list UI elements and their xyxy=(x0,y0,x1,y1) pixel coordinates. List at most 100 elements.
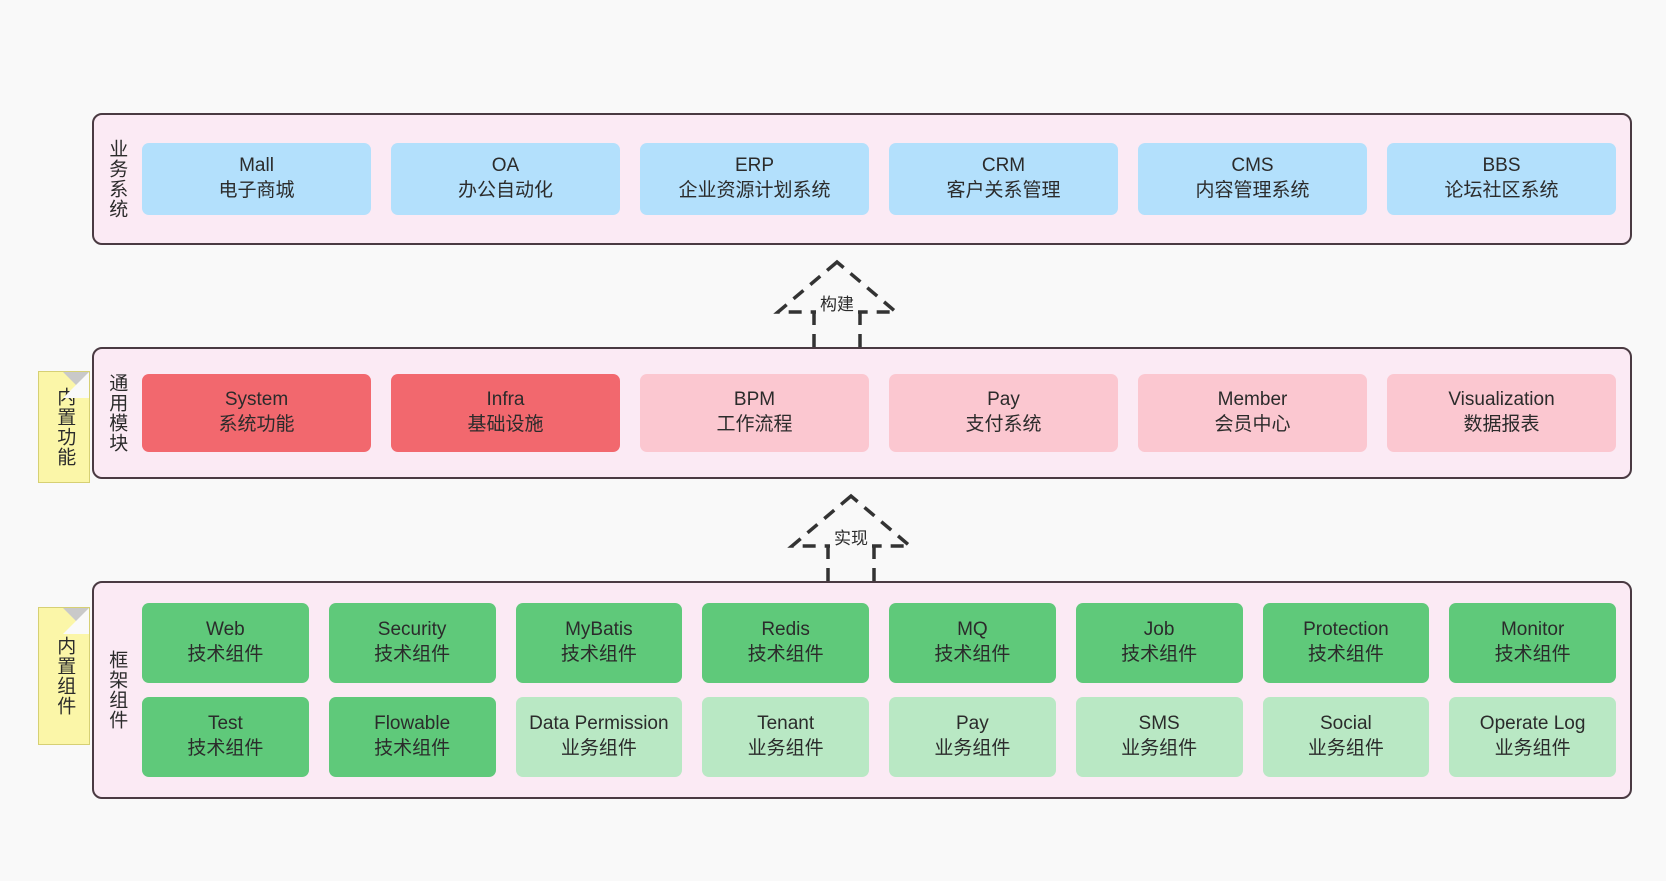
node-title: Pay xyxy=(987,389,1020,411)
node-pay-business[interactable]: Pay 业务组件 xyxy=(889,697,1056,777)
layer-modules-cells: System 系统功能 Infra 基础设施 BPM 工作流程 Pay 支付系统… xyxy=(138,349,1630,477)
node-member[interactable]: Member 会员中心 xyxy=(1138,374,1367,452)
node-subtitle: 业务组件 xyxy=(1494,738,1571,759)
node-title: Security xyxy=(377,619,447,641)
node-title: Redis xyxy=(761,619,810,641)
cell-row: Web 技术组件 Security 技术组件 MyBatis 技术组件 Redi… xyxy=(142,603,1616,683)
node-subtitle: 论坛社区系统 xyxy=(1444,180,1559,201)
connector-label-implement: 实现 xyxy=(830,528,872,551)
layer-business-systems[interactable]: 业务系统 Mall 电子商城 OA 办公自动化 ERP 企业资源计划系统 CRM… xyxy=(92,113,1632,245)
node-subtitle: 数据报表 xyxy=(1463,414,1540,435)
node-title: CMS xyxy=(1231,155,1274,177)
node-crm[interactable]: CRM 客户关系管理 xyxy=(889,143,1118,215)
node-title: MQ xyxy=(957,619,988,641)
node-subtitle: 工作流程 xyxy=(716,414,793,435)
node-subtitle: 技术组件 xyxy=(747,644,824,665)
node-web[interactable]: Web 技术组件 xyxy=(142,603,309,683)
node-subtitle: 技术组件 xyxy=(1121,644,1198,665)
node-subtitle: 电子商城 xyxy=(218,180,295,201)
node-subtitle: 技术组件 xyxy=(374,644,451,665)
layer-framework-cells: Web 技术组件 Security 技术组件 MyBatis 技术组件 Redi… xyxy=(138,583,1630,797)
node-subtitle: 内容管理系统 xyxy=(1195,180,1310,201)
node-oa[interactable]: OA 办公自动化 xyxy=(391,143,620,215)
layer-label-business-systems: 业务系统 xyxy=(106,139,128,219)
node-erp[interactable]: ERP 企业资源计划系统 xyxy=(640,143,869,215)
note-fold-mask-icon xyxy=(63,372,89,398)
connector-build: 构建 xyxy=(762,258,912,350)
node-title: Visualization xyxy=(1448,389,1555,411)
layer-framework-components[interactable]: 框架组件 Web 技术组件 Security 技术组件 MyBatis 技术组件… xyxy=(92,581,1632,799)
node-title: Social xyxy=(1320,713,1372,735)
connector-implement: 实现 xyxy=(776,492,926,584)
node-social[interactable]: Social 业务组件 xyxy=(1262,697,1430,777)
node-subtitle: 办公自动化 xyxy=(457,180,553,201)
node-visualization[interactable]: Visualization 数据报表 xyxy=(1387,374,1616,452)
note-text: 内置功能 xyxy=(54,387,76,467)
node-title: Web xyxy=(206,619,245,641)
node-subtitle: 客户关系管理 xyxy=(946,180,1061,201)
node-pay[interactable]: Pay 支付系统 xyxy=(889,374,1118,452)
node-monitor[interactable]: Monitor 技术组件 xyxy=(1449,603,1616,683)
node-subtitle: 会员中心 xyxy=(1214,414,1291,435)
node-subtitle: 技术组件 xyxy=(1307,644,1384,665)
node-subtitle: 业务组件 xyxy=(934,738,1011,759)
node-subtitle: 业务组件 xyxy=(1121,738,1198,759)
node-job[interactable]: Job 技术组件 xyxy=(1075,603,1243,683)
cell-row: System 系统功能 Infra 基础设施 BPM 工作流程 Pay 支付系统… xyxy=(142,374,1616,452)
node-infra[interactable]: Infra 基础设施 xyxy=(391,374,620,452)
layer-common-modules[interactable]: 通用模块 System 系统功能 Infra 基础设施 BPM 工作流程 Pay… xyxy=(92,347,1632,479)
node-title: SMS xyxy=(1138,713,1180,735)
node-bpm[interactable]: BPM 工作流程 xyxy=(640,374,869,452)
layer-business-cells: Mall 电子商城 OA 办公自动化 ERP 企业资源计划系统 CRM 客户关系… xyxy=(138,115,1630,243)
note-text: 内置组件 xyxy=(54,636,76,716)
node-title: Tenant xyxy=(757,713,815,735)
node-title: Job xyxy=(1143,619,1175,641)
node-subtitle: 支付系统 xyxy=(965,414,1042,435)
node-protection[interactable]: Protection 技术组件 xyxy=(1262,603,1430,683)
connector-label-build: 构建 xyxy=(816,294,858,317)
layer-label-common-modules: 通用模块 xyxy=(106,373,128,453)
node-title: Mall xyxy=(239,155,274,177)
node-subtitle: 技术组件 xyxy=(187,644,264,665)
node-title: Protection xyxy=(1303,619,1389,641)
node-bbs[interactable]: BBS 论坛社区系统 xyxy=(1387,143,1616,215)
note-built-in-components[interactable]: 内置组件 xyxy=(38,607,90,745)
node-system[interactable]: System 系统功能 xyxy=(142,374,371,452)
node-title: BPM xyxy=(733,389,776,411)
node-test[interactable]: Test 技术组件 xyxy=(142,697,309,777)
node-subtitle: 企业资源计划系统 xyxy=(678,180,831,201)
node-cms[interactable]: CMS 内容管理系统 xyxy=(1138,143,1367,215)
node-title: CRM xyxy=(981,155,1026,177)
node-title: Data Permission xyxy=(529,713,669,735)
node-title: MyBatis xyxy=(565,619,633,641)
node-subtitle: 技术组件 xyxy=(1494,644,1571,665)
node-data-permission[interactable]: Data Permission 业务组件 xyxy=(515,697,683,777)
node-title: Test xyxy=(207,713,243,735)
node-title: OA xyxy=(491,155,520,177)
node-title: Flowable xyxy=(374,713,451,735)
node-mybatis[interactable]: MyBatis 技术组件 xyxy=(515,603,683,683)
cell-row: Mall 电子商城 OA 办公自动化 ERP 企业资源计划系统 CRM 客户关系… xyxy=(142,143,1616,215)
node-title: ERP xyxy=(734,155,775,177)
node-sms[interactable]: SMS 业务组件 xyxy=(1075,697,1243,777)
node-mq[interactable]: MQ 技术组件 xyxy=(889,603,1056,683)
node-subtitle: 技术组件 xyxy=(374,738,451,759)
node-title: Monitor xyxy=(1500,619,1565,641)
node-title: Operate Log xyxy=(1479,713,1586,735)
node-subtitle: 技术组件 xyxy=(560,644,637,665)
node-mall[interactable]: Mall 电子商城 xyxy=(142,143,371,215)
node-security[interactable]: Security 技术组件 xyxy=(328,603,496,683)
node-subtitle: 业务组件 xyxy=(560,738,637,759)
note-fold-mask-icon xyxy=(63,608,89,634)
node-title: System xyxy=(224,389,289,411)
node-redis[interactable]: Redis 技术组件 xyxy=(702,603,869,683)
node-subtitle: 基础设施 xyxy=(467,414,544,435)
node-operate-log[interactable]: Operate Log 业务组件 xyxy=(1449,697,1616,777)
node-flowable[interactable]: Flowable 技术组件 xyxy=(328,697,496,777)
cell-row: Test 技术组件 Flowable 技术组件 Data Permission … xyxy=(142,697,1616,777)
node-subtitle: 系统功能 xyxy=(218,414,295,435)
node-tenant[interactable]: Tenant 业务组件 xyxy=(702,697,869,777)
layer-label-framework-components: 框架组件 xyxy=(106,650,128,730)
note-built-in-functions[interactable]: 内置功能 xyxy=(38,371,90,483)
